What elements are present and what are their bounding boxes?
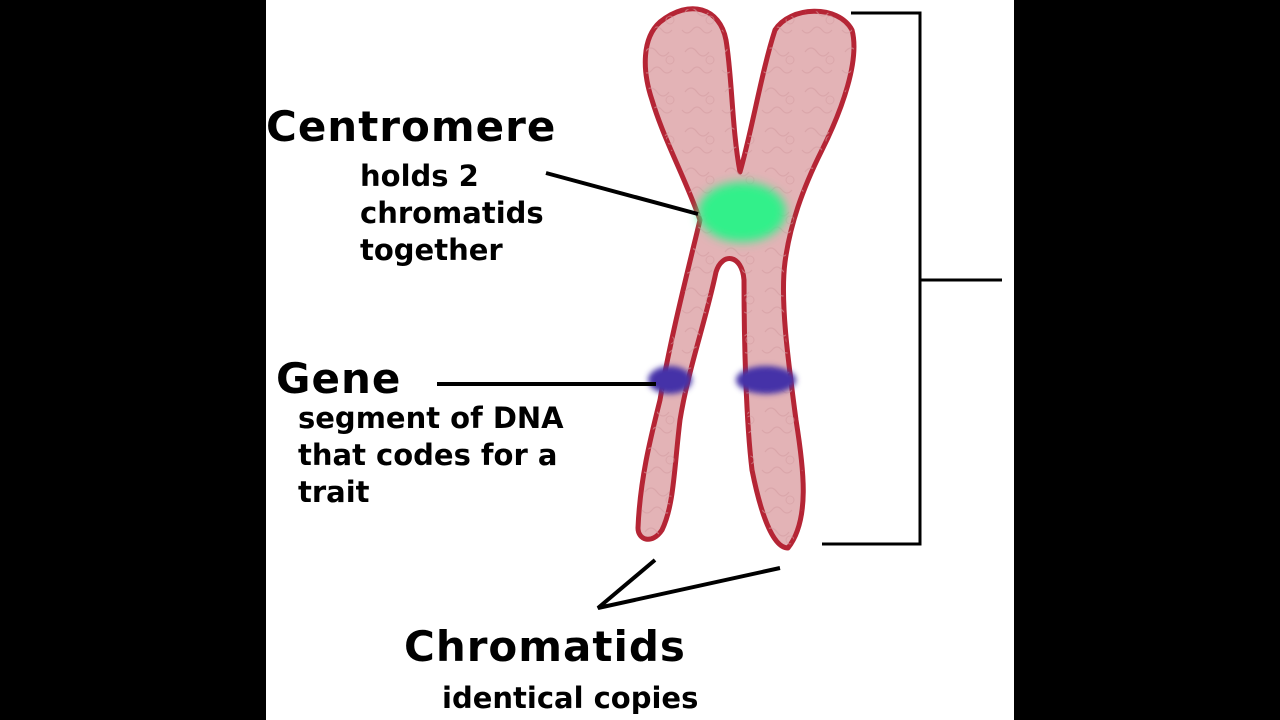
gene-band-right [736,366,796,394]
gene-band-left [648,366,692,394]
chromatids-desc-line-1: identical copies [442,681,699,715]
centromere-blob [698,182,786,242]
gene-title: Gene [276,354,402,403]
gene-desc-line-2: that codes for a [298,438,558,472]
chromatids-pointer [596,558,781,610]
chromatids-description: identical copies [442,680,698,717]
chromatids-title: Chromatids [404,622,686,671]
centromere-title: Centromere [266,102,557,151]
gene-desc-line-3: trait [298,475,370,509]
centromere-pointer [545,171,699,216]
centromere-description: holds 2 chromatids together [360,158,544,269]
gene-description: segment of DNA that codes for a trait [298,400,564,511]
centromere-desc-line-3: together [360,233,503,267]
gene-desc-line-1: segment of DNA [298,401,564,435]
centromere-desc-line-2: chromatids [360,196,544,230]
centromere-desc-line-1: holds 2 [360,159,479,193]
